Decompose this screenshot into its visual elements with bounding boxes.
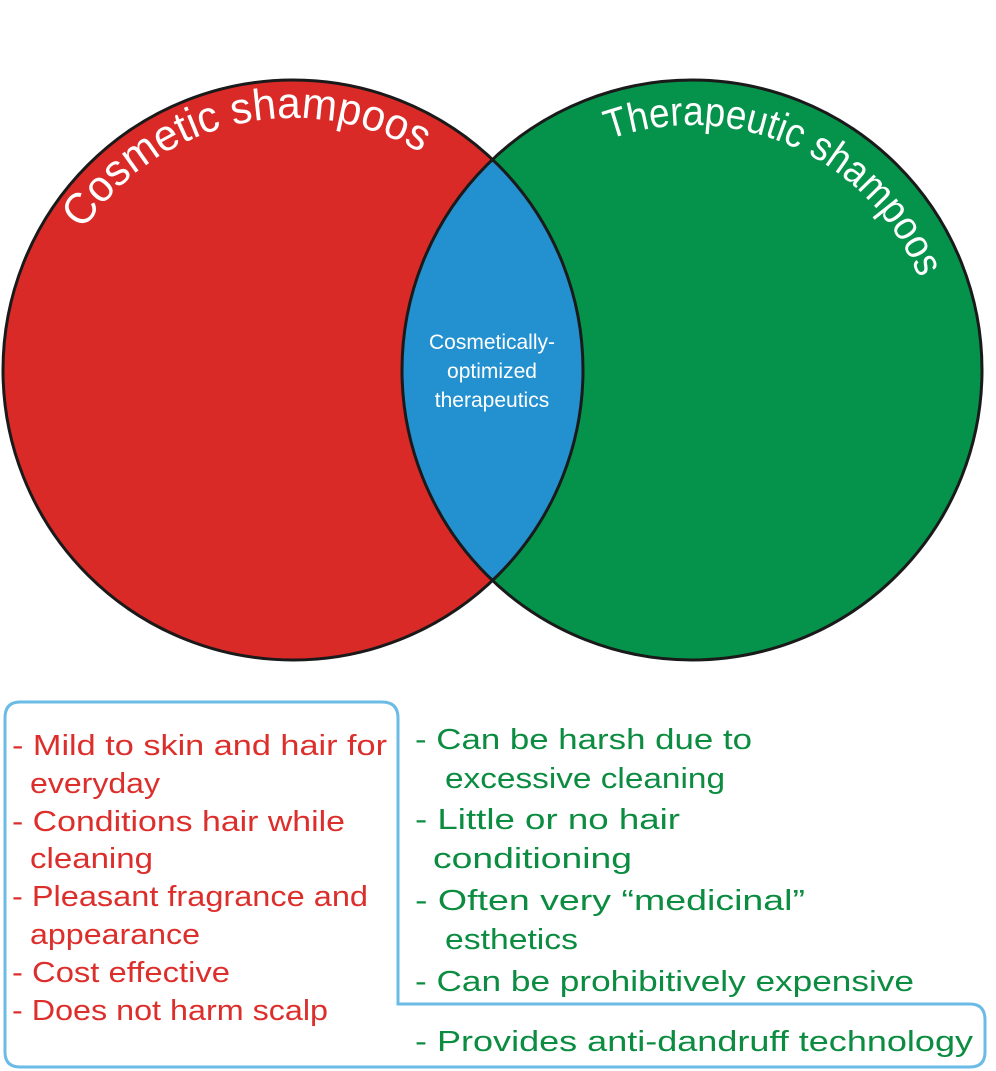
cosmetic-attribute: appearance [30,919,200,951]
therapeutic-attribute: - Can be harsh due to [415,724,752,756]
cosmetic-circle-outline [1,78,585,662]
therapeutic-attribute: excessive cleaning [445,763,725,795]
cosmetic-attribute: - Mild to skin and hair for [12,730,387,762]
therapeutic-attribute: - Can be prohibitively expensive [415,966,914,998]
therapeutic-attribute: - Little or no hair [415,804,680,836]
shared-attribute: - Provides anti-dandruff technology [415,1026,974,1058]
attributes-box-border [3,700,987,1069]
cosmetic-attribute: everyday [30,768,161,800]
cosmetic-circle [3,80,583,660]
cosmetic-attribute: - Pleasant fragrance and [12,881,368,913]
cosmetic-attribute: - Does not harm scalp [12,995,328,1027]
cosmetic-attribute: - Conditions hair while [12,806,345,838]
therapeutic-circle [402,80,982,660]
therapeutic-attribute: esthetics [445,924,578,956]
overlap-label: Cosmetically- optimized therapeutics [429,331,555,412]
cosmetic-attributes: - Mild to skin and hair for everyday - C… [12,730,387,1027]
cosmetic-attribute: cleaning [30,843,153,875]
overlap-label-line: Cosmetically- [429,331,555,354]
overlap-label-line: therapeutics [435,389,549,412]
cosmetic-attribute: - Cost effective [12,957,230,989]
therapeutic-attribute: - Often very “medicinal” [415,885,805,917]
overlap-label-line: optimized [447,360,537,383]
therapeutic-circle-outline [400,78,984,662]
therapeutic-attribute: conditioning [433,843,632,875]
therapeutic-attributes: - Can be harsh due to excessive cleaning… [415,724,974,1058]
